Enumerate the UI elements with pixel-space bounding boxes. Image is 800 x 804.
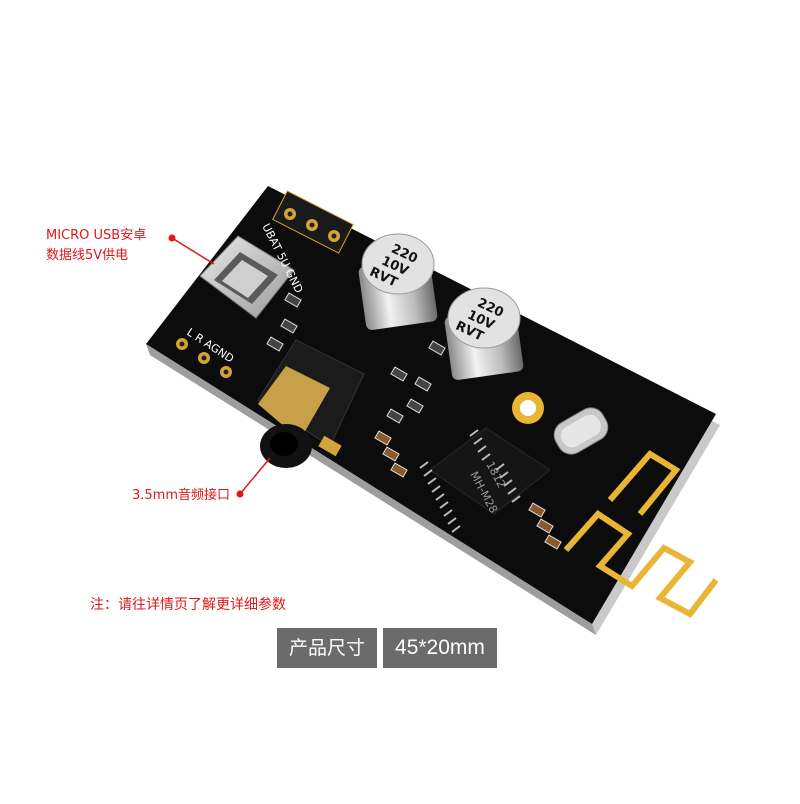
size-label: 产品尺寸 <box>277 628 378 668</box>
audio-jack <box>257 339 365 468</box>
pcb-antenna <box>563 450 719 618</box>
usb-annotation-line2: 数据线5V供电 <box>46 248 129 263</box>
usb-annotation-line1: MICRO USB安卓 <box>46 228 147 243</box>
size-value: 45*20mm <box>383 628 497 668</box>
crystal-oscillator <box>553 407 609 455</box>
capacitor-2: 220 10V RVT <box>444 287 524 380</box>
smd-components <box>266 292 562 550</box>
chip-pins <box>419 429 521 533</box>
capacitor-1: 220 10V RVT <box>358 233 438 330</box>
micro-usb-port <box>199 235 295 319</box>
detail-note: 注：请往详情页了解更详细参数 <box>90 597 286 613</box>
product-size-bar: 产品尺寸 45*20mm <box>277 628 497 668</box>
jack-annotation: 3.5mm音频接口 <box>132 488 231 503</box>
usb-annotation: MICRO USB安卓 数据线5V供电 <box>46 226 146 266</box>
